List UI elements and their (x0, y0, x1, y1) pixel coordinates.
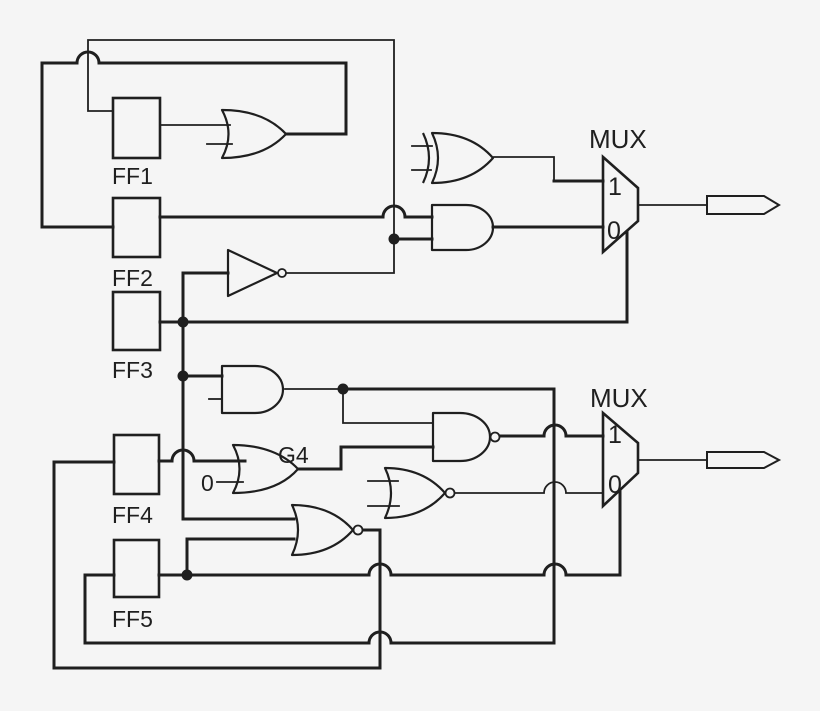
ff1-label: FF1 (112, 163, 153, 189)
wire (158, 204, 434, 219)
junction-dot (337, 383, 349, 395)
ff3-label: FF3 (112, 357, 153, 383)
g4-constant-zero: 0 (201, 470, 214, 496)
wire (454, 481, 604, 494)
wire (493, 156, 555, 182)
ff5-box (112, 538, 161, 599)
mux-bottom: MUX 1 0 (590, 383, 648, 510)
or-gate-icon (220, 108, 288, 160)
nand-gate-icon (431, 411, 501, 463)
flipflop-ff3: FF3 (111, 290, 162, 383)
mux-top-input-0: 0 (607, 217, 621, 245)
nor-gate-icon (383, 466, 456, 520)
xor-gate-icon (422, 131, 495, 185)
ff4-box (112, 433, 161, 496)
wire (181, 230, 629, 324)
junction-dots (177, 233, 400, 581)
flipflop-ff1: FF1 (111, 96, 162, 189)
wire (185, 488, 622, 577)
wire (157, 448, 247, 463)
ff2-label: FF2 (112, 265, 153, 291)
wire (185, 537, 296, 577)
nor-gate-icon (290, 503, 364, 557)
wire (342, 388, 434, 424)
ff1-box (111, 96, 162, 160)
wire (87, 39, 395, 240)
wire (296, 445, 435, 471)
inverter-gate-icon (226, 248, 287, 298)
wire (181, 271, 296, 521)
junction-dot (177, 370, 189, 382)
mux-bottom-input-1: 1 (608, 421, 622, 449)
or-gate-icon (231, 443, 300, 495)
mux-top: MUX 1 0 (589, 124, 647, 255)
g4-label: G4 (278, 442, 309, 468)
mux-bottom-input-0: 0 (608, 471, 622, 499)
mux-top-label: MUX (589, 124, 647, 154)
and-gate-icon (220, 364, 285, 415)
mux-body (601, 410, 640, 510)
flipflop-ff2: FF2 (111, 196, 162, 291)
wire (40, 50, 348, 229)
flipflop-ff5: FF5 (112, 538, 161, 632)
ff5-label: FF5 (112, 606, 153, 632)
ff2-box (111, 196, 162, 259)
junction-dot (388, 233, 400, 245)
junction-dot (181, 569, 193, 581)
mux-top-input-1: 1 (608, 173, 622, 201)
output-pin-icon (706, 195, 781, 215)
or-gate-g4: G4 0 (201, 442, 309, 496)
ff4-label: FF4 (112, 502, 153, 528)
mux-body (601, 154, 640, 255)
wire (498, 423, 605, 438)
wire (52, 460, 382, 670)
junction-dot (177, 316, 189, 328)
wire (83, 387, 556, 645)
and-gate-icon (430, 203, 495, 252)
output-pin-icon (706, 451, 782, 469)
mux-bottom-label: MUX (590, 383, 648, 413)
flipflop-ff4: FF4 (112, 433, 161, 528)
ff3-box (111, 290, 162, 352)
wire (285, 238, 395, 274)
